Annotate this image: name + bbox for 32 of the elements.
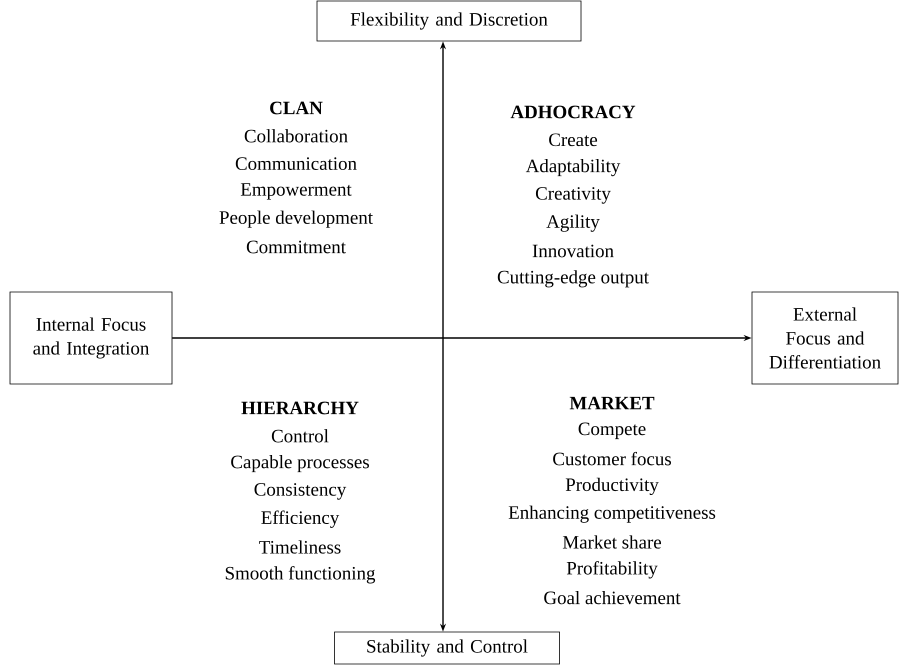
value-text: Customer focus	[553, 452, 671, 466]
value-text: Cutting-edge output	[498, 270, 649, 288]
quadrant-heading: CLAN	[270, 102, 323, 114]
value-text: Market share	[562, 535, 662, 549]
value-text: Create	[549, 133, 598, 146]
value-text: Efficiency	[261, 510, 340, 528]
value-text: Innovation	[532, 244, 614, 258]
value-text: Creativity	[536, 187, 611, 204]
axis-label-box: Internal Focus and Integration	[10, 292, 172, 384]
value-text: Empowerment	[240, 183, 352, 200]
quadrant-heading: HIERARCHY	[241, 402, 359, 414]
value-text: Control	[272, 429, 329, 442]
value-text: Productivity	[566, 478, 659, 495]
value-text: Capable processes	[231, 455, 369, 472]
value-text: Goal achievement	[544, 590, 680, 604]
quadrant-heading: ADHOCRACY	[510, 106, 636, 118]
value-text: Consistency	[254, 483, 346, 500]
axis-label-box: External Focus and Differentiation	[752, 292, 898, 384]
axis-label-box: Flexibility and Discretion	[316, 0, 582, 42]
value-text: Adaptability	[526, 159, 620, 176]
value-text: Compete	[578, 422, 646, 440]
value-text: Enhancing competitiveness	[508, 506, 716, 523]
value-text: People development	[220, 210, 373, 228]
value-text: Smooth functioning	[226, 566, 376, 584]
value-text: Commitment	[246, 240, 346, 254]
value-text: Timeliness	[259, 540, 341, 554]
quadrant-heading: MARKET	[570, 396, 654, 410]
value-text: Collaboration	[244, 129, 348, 142]
axis-label-box: Stability and Control	[334, 632, 560, 664]
value-text: Profitability	[566, 561, 658, 578]
value-text: Agility	[546, 214, 600, 232]
value-text: Communication	[236, 157, 357, 170]
